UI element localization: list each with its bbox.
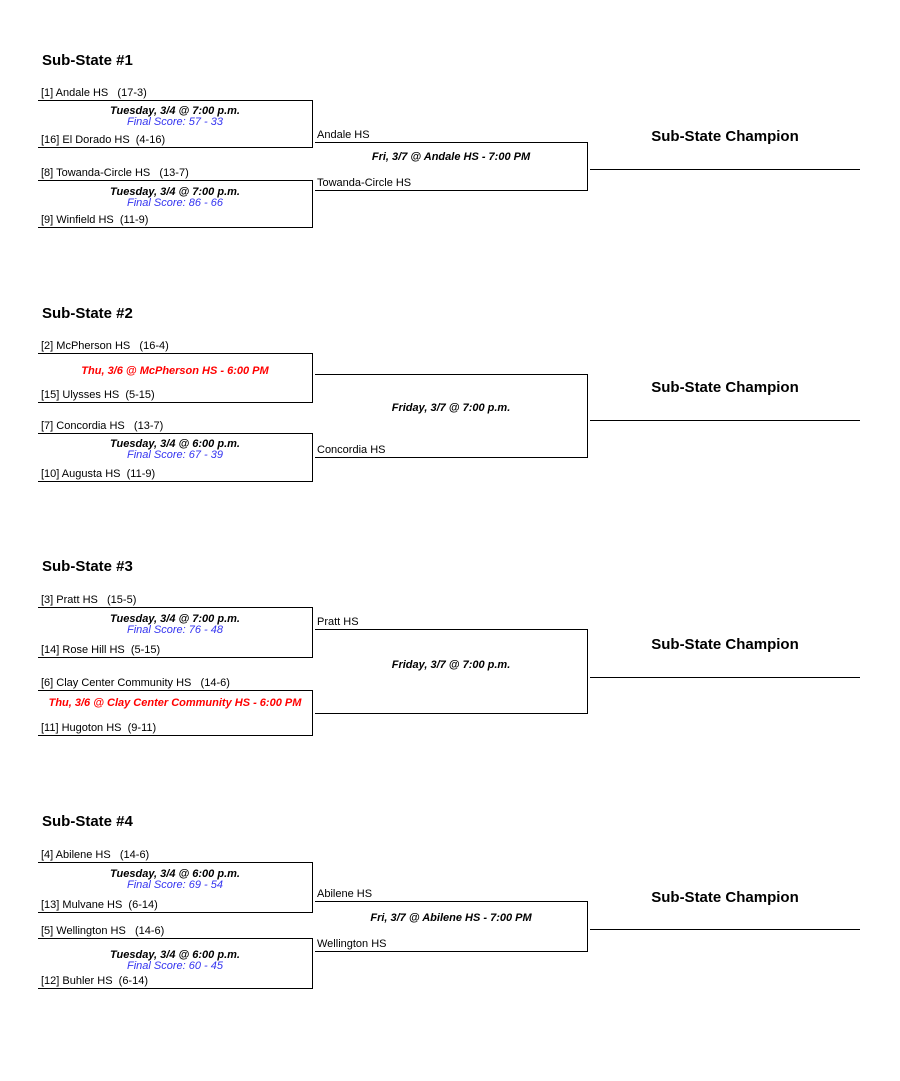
team-label: [2] McPherson HS (16-4)	[41, 340, 169, 352]
game-info: Tuesday, 3/4 @ 7:00 p.m. Final Score: 76…	[38, 614, 312, 636]
winner-label: Andale HS	[317, 129, 370, 141]
team-label: [8] Towanda-Circle HS (13-7)	[41, 167, 189, 179]
winner-label: Wellington HS	[317, 938, 387, 950]
final-schedule: Friday, 3/7 @ 7:00 p.m.	[391, 659, 511, 671]
game-schedule: Tuesday, 3/4 @ 7:00 p.m.	[110, 613, 240, 625]
champion-line	[590, 420, 860, 421]
team-label: [12] Buhler HS (6-14)	[41, 975, 148, 987]
game-schedule: Tuesday, 3/4 @ 6:00 p.m.	[110, 949, 240, 961]
team-label: [4] Abilene HS (14-6)	[41, 849, 150, 861]
game-info: Thu, 3/6 @ McPherson HS - 6:00 PM	[38, 366, 312, 377]
champion-heading: Sub-State Champion	[651, 128, 799, 145]
final-box	[315, 374, 588, 458]
champion-heading: Sub-State Champion	[651, 636, 799, 653]
game-info: Tuesday, 3/4 @ 6:00 p.m. Final Score: 69…	[38, 869, 312, 891]
team-label: [16] El Dorado HS (4-16)	[41, 134, 166, 146]
team-label: [11] Hugoton HS (9-11)	[41, 722, 157, 734]
game-score: Final Score: 86 - 66	[127, 197, 223, 209]
champion-line	[590, 677, 860, 678]
game-box	[38, 862, 313, 913]
game-info: Thu, 3/6 @ Clay Center Community HS - 6:…	[38, 698, 312, 709]
champion-line	[590, 929, 860, 930]
game-schedule: Tuesday, 3/4 @ 6:00 p.m.	[110, 438, 240, 450]
team-label: [9] Winfield HS (11-9)	[41, 214, 149, 226]
final-box	[315, 629, 588, 714]
game-schedule: Tuesday, 3/4 @ 7:00 p.m.	[110, 105, 240, 117]
game-score: Final Score: 60 - 45	[127, 960, 223, 972]
champion-heading: Sub-State Champion	[651, 889, 799, 906]
game-box	[38, 353, 313, 403]
champion-line	[590, 169, 860, 170]
final-box	[315, 901, 588, 952]
game-score: Final Score: 57 - 33	[127, 116, 223, 128]
team-label: [15] Ulysses HS (5-15)	[41, 389, 155, 401]
game-info: Tuesday, 3/4 @ 6:00 p.m. Final Score: 67…	[38, 439, 312, 461]
winner-label: Concordia HS	[317, 444, 386, 456]
game-score: Final Score: 76 - 48	[127, 624, 223, 636]
game-score: Final Score: 69 - 54	[127, 879, 223, 891]
team-label: [1] Andale HS (17-3)	[41, 87, 147, 99]
game-box	[38, 180, 313, 228]
winner-label: Towanda-Circle HS	[317, 177, 412, 189]
champion-heading: Sub-State Champion	[651, 379, 799, 396]
final-schedule: Fri, 3/7 @ Andale HS - 7:00 PM	[371, 151, 531, 163]
final-schedule: Fri, 3/7 @ Abilene HS - 7:00 PM	[370, 912, 532, 924]
game-box	[38, 938, 313, 989]
game-box	[38, 607, 313, 658]
bracket-title: Sub-State #4	[42, 813, 133, 830]
game-info: Tuesday, 3/4 @ 6:00 p.m. Final Score: 60…	[38, 950, 312, 972]
game-box	[38, 100, 313, 148]
game-schedule-pending: Thu, 3/6 @ Clay Center Community HS - 6:…	[48, 697, 302, 709]
team-label: [6] Clay Center Community HS (14-6)	[41, 677, 230, 689]
game-schedule: Tuesday, 3/4 @ 6:00 p.m.	[110, 868, 240, 880]
team-label: [3] Pratt HS (15-5)	[41, 594, 137, 606]
game-box	[38, 690, 313, 736]
winner-label: Abilene HS	[317, 888, 373, 900]
team-label: [13] Mulvane HS (6-14)	[41, 899, 158, 911]
game-info: Tuesday, 3/4 @ 7:00 p.m. Final Score: 57…	[38, 106, 312, 128]
final-box	[315, 142, 588, 191]
bracket-title: Sub-State #2	[42, 305, 133, 322]
team-label: [5] Wellington HS (14-6)	[41, 925, 165, 937]
bracket-title: Sub-State #1	[42, 52, 133, 69]
game-schedule-pending: Thu, 3/6 @ McPherson HS - 6:00 PM	[81, 365, 269, 377]
winner-label: Pratt HS	[317, 616, 359, 628]
game-score: Final Score: 67 - 39	[127, 449, 223, 461]
game-info: Tuesday, 3/4 @ 7:00 p.m. Final Score: 86…	[38, 187, 312, 209]
final-schedule: Friday, 3/7 @ 7:00 p.m.	[391, 402, 511, 414]
game-box	[38, 433, 313, 482]
team-label: [7] Concordia HS (13-7)	[41, 420, 164, 432]
bracket-title: Sub-State #3	[42, 558, 133, 575]
team-label: [14] Rose Hill HS (5-15)	[41, 644, 161, 656]
game-schedule: Tuesday, 3/4 @ 7:00 p.m.	[110, 186, 240, 198]
team-label: [10] Augusta HS (11-9)	[41, 468, 156, 480]
